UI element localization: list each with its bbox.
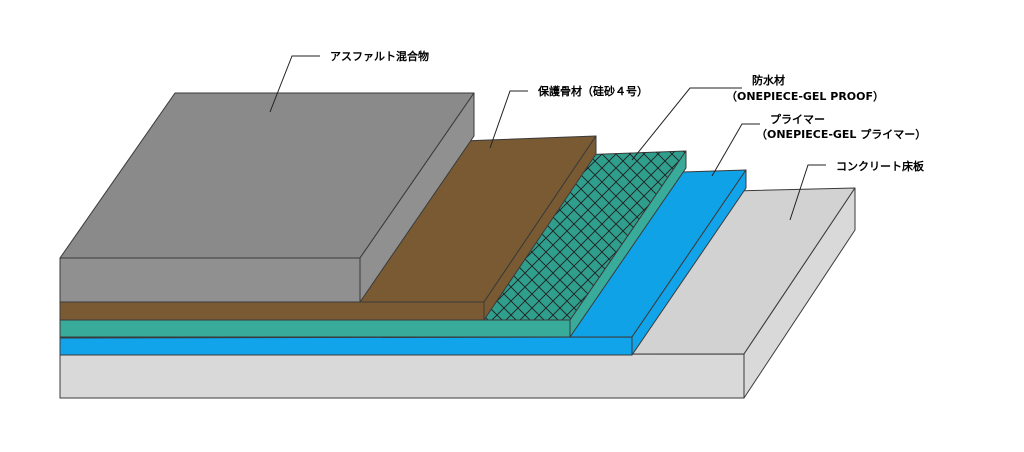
asphalt-front-face — [59, 257, 361, 303]
asphalt-layer — [59, 92, 475, 303]
waterproof-label: 防水材 — [752, 73, 785, 87]
primer-label: プライマー — [770, 112, 825, 126]
waterproof-sublabel: （ONEPIECE-GEL PROOF） — [726, 90, 884, 103]
primer-right-face — [631, 169, 747, 356]
waterproof-leader-line — [631, 87, 742, 161]
primer-front-face — [59, 336, 633, 356]
concrete-front-face — [59, 353, 745, 399]
aggregate-leader-line — [489, 90, 528, 149]
concrete-leader-line — [789, 164, 826, 221]
waterproof-front-face — [59, 319, 571, 338]
primer-sublabel: （ONEPIECE-GEL プライマー） — [756, 127, 926, 141]
primer-leader-line — [711, 123, 760, 177]
aggregate-label: 保護骨材（硅砂４号） — [537, 84, 648, 98]
asphalt-leader-line — [269, 55, 320, 113]
aggregate-front-face — [59, 301, 485, 321]
concrete-right-face — [743, 187, 856, 399]
asphalt-right-face — [359, 92, 475, 303]
concrete-label: コンクリート床板 — [836, 159, 925, 173]
aggregate-right-face — [483, 135, 597, 321]
asphalt-label: アスファルト混合物 — [330, 49, 429, 63]
waterproof-right-face — [569, 150, 687, 338]
